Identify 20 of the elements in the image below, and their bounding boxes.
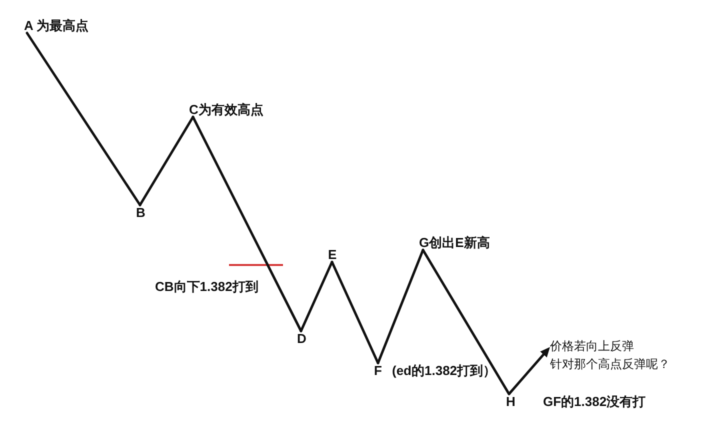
- point-label: B: [136, 205, 146, 220]
- arrow: [508, 347, 550, 395]
- price-line: [300, 260, 334, 332]
- note-text: (ed的1.382打到）: [392, 363, 496, 378]
- point-label: E: [328, 247, 337, 262]
- point-label: D: [297, 331, 306, 346]
- note-text: GF的1.382没有打: [543, 394, 646, 409]
- point-label: G创出E新高: [419, 235, 490, 250]
- point-label: H: [506, 394, 516, 409]
- point-label: C为有效高点: [189, 102, 264, 117]
- price-line: [376, 248, 424, 364]
- price-line: [422, 248, 510, 396]
- annotation-text: CB向下1.382打到: [155, 279, 258, 294]
- question-text: 价格若向上反弹针对那个高点反弹呢？: [550, 337, 674, 373]
- price-line: [138, 116, 194, 206]
- price-line: [26, 32, 142, 206]
- price-line: [192, 116, 302, 332]
- point-label: A 为最高点: [24, 18, 89, 33]
- point-label: F: [374, 363, 382, 378]
- price-line: [330, 260, 380, 364]
